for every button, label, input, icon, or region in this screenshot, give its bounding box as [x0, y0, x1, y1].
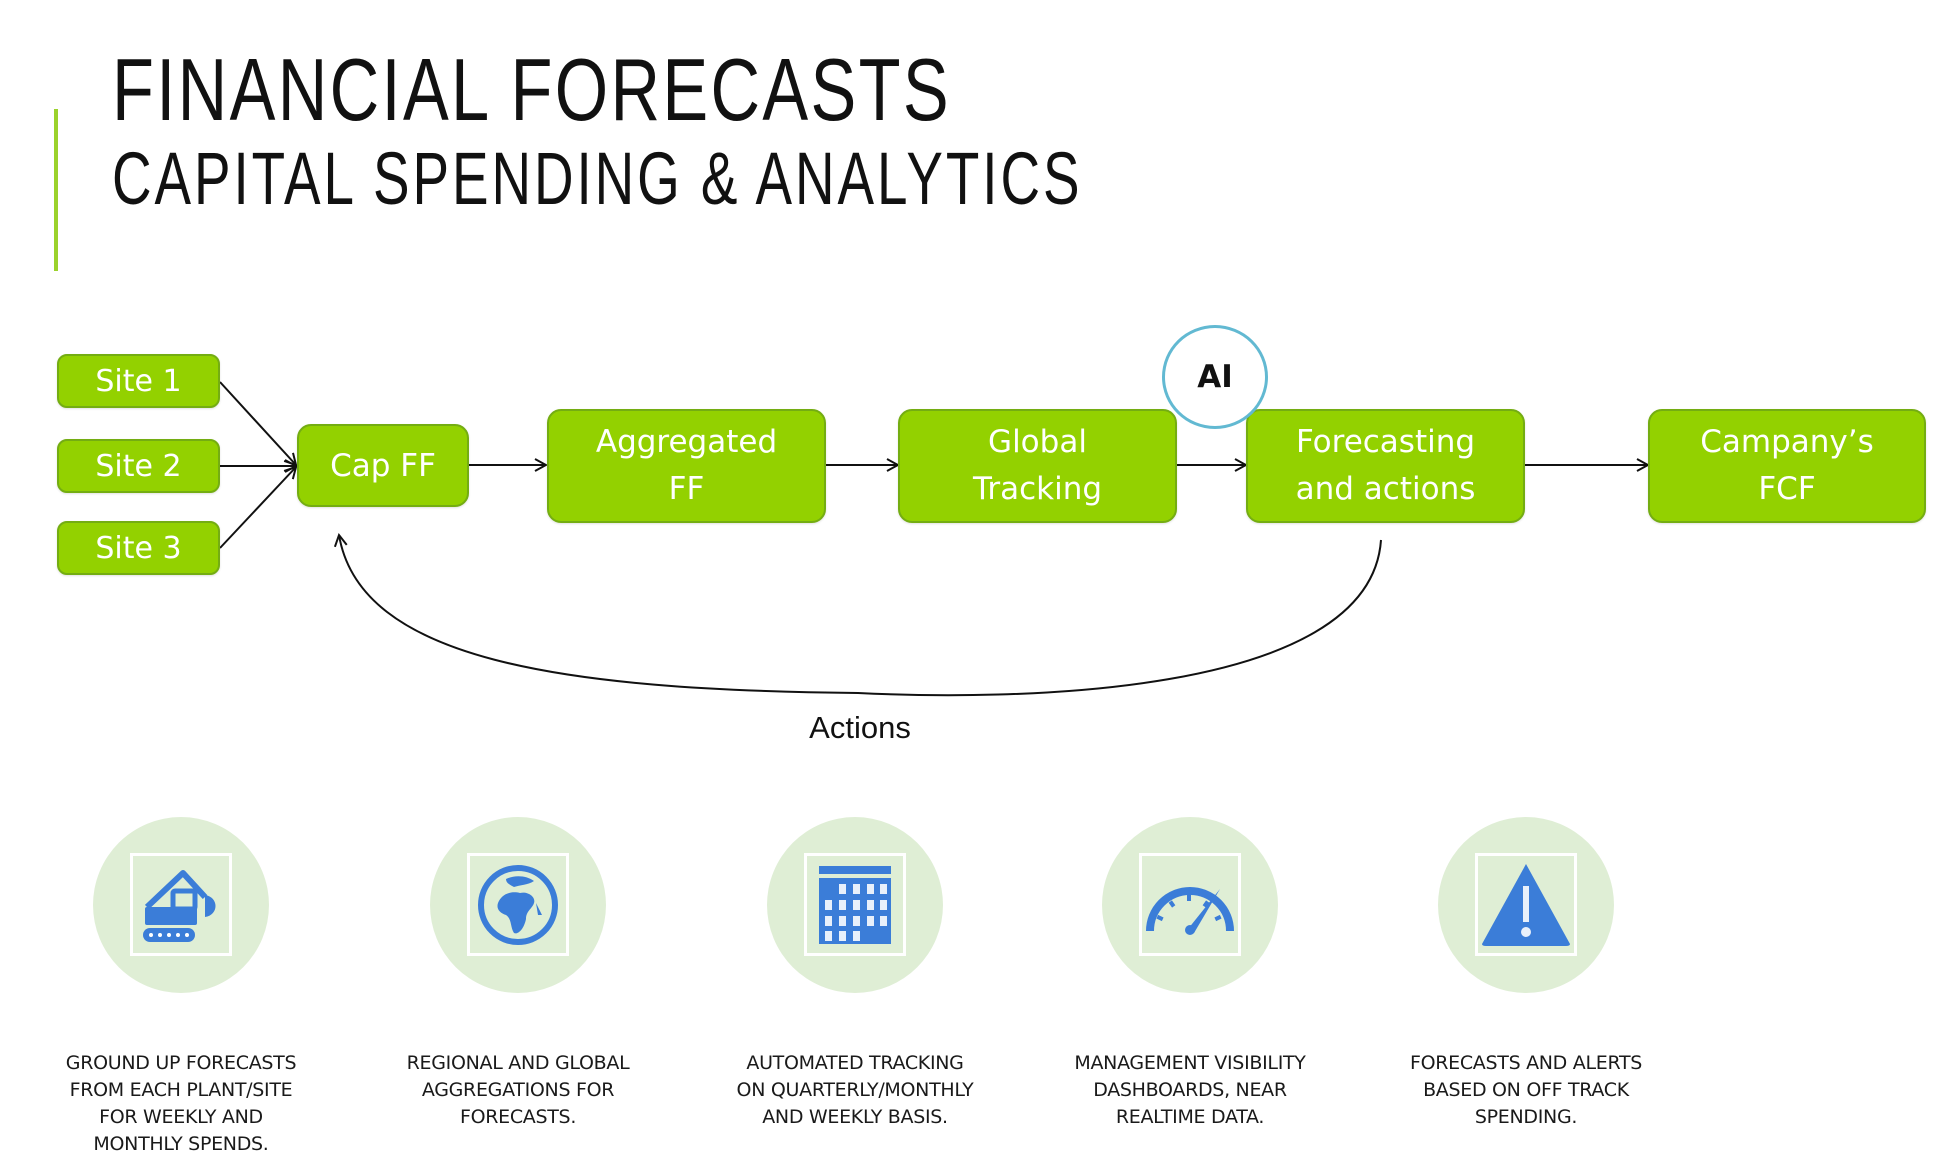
feature-line: AND WEEKLY BASIS. — [762, 1106, 948, 1128]
calendar-icon — [819, 865, 891, 944]
feature-line: AGGREGATIONS FOR — [421, 1079, 615, 1101]
feature-line: BASED ON OFF TRACK — [1423, 1079, 1629, 1101]
actions-feedback-curve — [339, 535, 1382, 697]
feature-frame — [804, 853, 906, 956]
cap-ff-label: Cap FF — [330, 447, 436, 484]
feature-line: FORECASTS. — [459, 1106, 577, 1128]
page-subtitle: CAPITAL SPENDING & ANALYTICS — [112, 137, 1083, 220]
feature-line: ON QUARTERLY/MONTHLY — [736, 1079, 974, 1101]
title-accent-bar — [54, 109, 58, 271]
cap-ff-box: Cap FF — [297, 424, 469, 507]
feature-circle-alerts — [1438, 817, 1614, 993]
warning-icon — [1482, 863, 1570, 946]
site-1-box: Site 1 — [57, 354, 220, 408]
feature-line: SPENDING. — [1474, 1106, 1578, 1128]
feature-text-visibility: MANAGEMENT VISIBILITY DASHBOARDS, NEAR R… — [1030, 1050, 1350, 1131]
aggregated-ff-box: Aggregated FF — [547, 409, 826, 523]
global-tracking-line1: Global — [988, 424, 1087, 460]
site-3-label: Site 3 — [95, 530, 182, 566]
company-fcf-line1: Campany’s — [1700, 424, 1874, 460]
page-title: FINANCIAL FORECASTS — [112, 40, 952, 139]
ai-badge-label: AI — [1197, 359, 1233, 395]
feature-text-aggregation: REGIONAL AND GLOBAL AGGREGATIONS FOR FOR… — [358, 1050, 678, 1131]
feature-line: REGIONAL AND GLOBAL — [406, 1052, 630, 1074]
global-tracking-box: Global Tracking — [898, 409, 1177, 523]
forecasting-actions-line2: and actions — [1295, 471, 1476, 507]
feature-circle-ground-up — [93, 817, 269, 993]
company-fcf-box: Campany’s FCF — [1648, 409, 1926, 523]
forecasting-actions-box: Forecasting and actions — [1246, 409, 1525, 523]
site-2-box: Site 2 — [57, 439, 220, 493]
company-fcf-line2: FCF — [1758, 471, 1816, 507]
aggregated-ff-line2: FF — [668, 471, 705, 507]
feature-line: DASHBOARDS, NEAR — [1093, 1079, 1287, 1101]
feature-frame — [1139, 853, 1241, 956]
feature-frame — [1475, 853, 1577, 956]
site-1-label: Site 1 — [95, 363, 182, 399]
feature-line: MANAGEMENT VISIBILITY — [1074, 1052, 1306, 1074]
excavator-icon — [143, 869, 216, 942]
site-3-box: Site 3 — [57, 521, 220, 575]
site-2-label: Site 2 — [95, 448, 182, 484]
feature-line: FORECASTS AND ALERTS — [1409, 1052, 1643, 1074]
arrow-site3-capff — [219, 467, 296, 549]
feature-line: REALTIME DATA. — [1115, 1106, 1265, 1128]
feature-line: AUTOMATED TRACKING — [746, 1052, 964, 1074]
feature-text-tracking: AUTOMATED TRACKING ON QUARTERLY/MONTHLY … — [695, 1050, 1015, 1131]
feature-circle-visibility — [1102, 817, 1278, 993]
feature-line: FROM EACH PLANT/SITE — [69, 1079, 293, 1101]
aggregated-ff-line1: Aggregated — [595, 424, 778, 460]
feature-text-ground-up: GROUND UP FORECASTS FROM EACH PLANT/SITE… — [21, 1050, 341, 1158]
feature-line: FOR WEEKLY AND — [99, 1106, 263, 1128]
feature-frame — [130, 853, 232, 956]
feature-line: MONTHLY SPENDS. — [93, 1133, 269, 1155]
gauge-icon — [1146, 886, 1234, 935]
feature-frame — [467, 853, 569, 956]
actions-label: Actions — [809, 710, 911, 745]
feature-circle-aggregation — [430, 817, 606, 993]
global-tracking-line2: Tracking — [972, 471, 1103, 507]
ai-badge: AI — [1162, 325, 1268, 429]
feature-line: GROUND UP FORECASTS — [65, 1052, 297, 1074]
globe-icon — [478, 864, 558, 945]
forecasting-actions-line1: Forecasting — [1295, 424, 1476, 460]
feature-circle-tracking — [767, 817, 943, 993]
feature-text-alerts: FORECASTS AND ALERTS BASED ON OFF TRACK … — [1366, 1050, 1686, 1131]
arrow-site1-capff — [219, 381, 296, 465]
